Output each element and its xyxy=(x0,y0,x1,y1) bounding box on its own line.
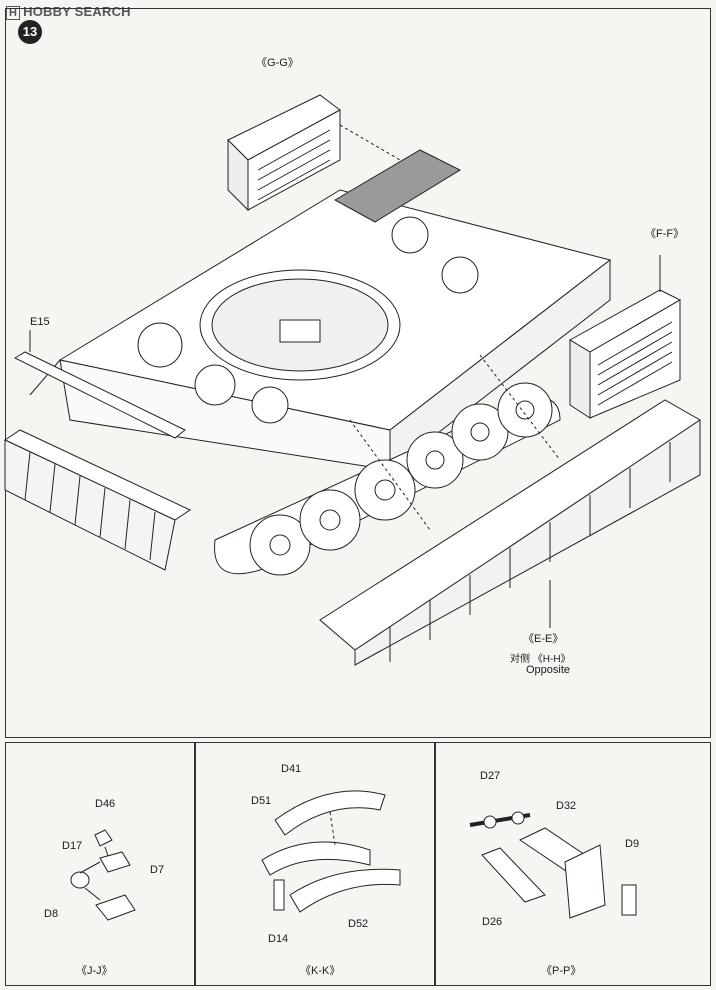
step-number-badge: 13 xyxy=(18,20,42,44)
part-label-d9: D9 xyxy=(625,838,640,850)
detail-panel-jj xyxy=(5,742,195,986)
panel-title-jj: 《J-J》 xyxy=(76,965,113,977)
running-gear xyxy=(214,382,561,576)
detail-panel-kk xyxy=(195,742,435,986)
detail-panel-pp xyxy=(435,742,711,986)
part-label-d8: D8 xyxy=(44,908,59,920)
label-e15: E15 xyxy=(30,316,50,328)
part-label-d14: D14 xyxy=(268,933,289,945)
watermark-logo: H xyxy=(6,6,21,20)
hull-body xyxy=(29,149,612,472)
panel-title-pp: 《P-P》 xyxy=(541,965,582,977)
label-opposite: Opposite xyxy=(526,664,571,676)
main-step-frame xyxy=(5,8,711,738)
part-label-d51: D51 xyxy=(251,795,272,807)
detail-jj-parts xyxy=(70,829,136,921)
part-e15-bar xyxy=(13,330,186,439)
watermark-text: HOBBY SEARCH xyxy=(23,4,131,19)
front-plates xyxy=(3,429,192,571)
panel-title-kk: 《K-K》 xyxy=(300,965,341,977)
label-g-g: 《G-G》 xyxy=(256,57,299,69)
detail-kk-parts xyxy=(261,790,401,913)
part-label-d46: D46 xyxy=(95,798,116,810)
label-e-e: 《E-E》 xyxy=(523,633,564,645)
detail-pp-parts xyxy=(469,811,637,919)
part-ee-skirt xyxy=(319,354,701,666)
part-label-d32: D32 xyxy=(556,800,577,812)
part-label-d7: D7 xyxy=(150,864,165,876)
label-h-h: 对侧 《H-H》 xyxy=(510,654,571,665)
part-gg-panel xyxy=(227,94,401,212)
part-label-d27: D27 xyxy=(480,770,501,782)
part-label-d26: D26 xyxy=(482,916,503,928)
part-label-d41: D41 xyxy=(281,763,302,775)
part-label-d17: D17 xyxy=(62,840,83,852)
label-f-f: 《F-F》 xyxy=(645,228,685,240)
part-label-d52: D52 xyxy=(348,918,369,930)
